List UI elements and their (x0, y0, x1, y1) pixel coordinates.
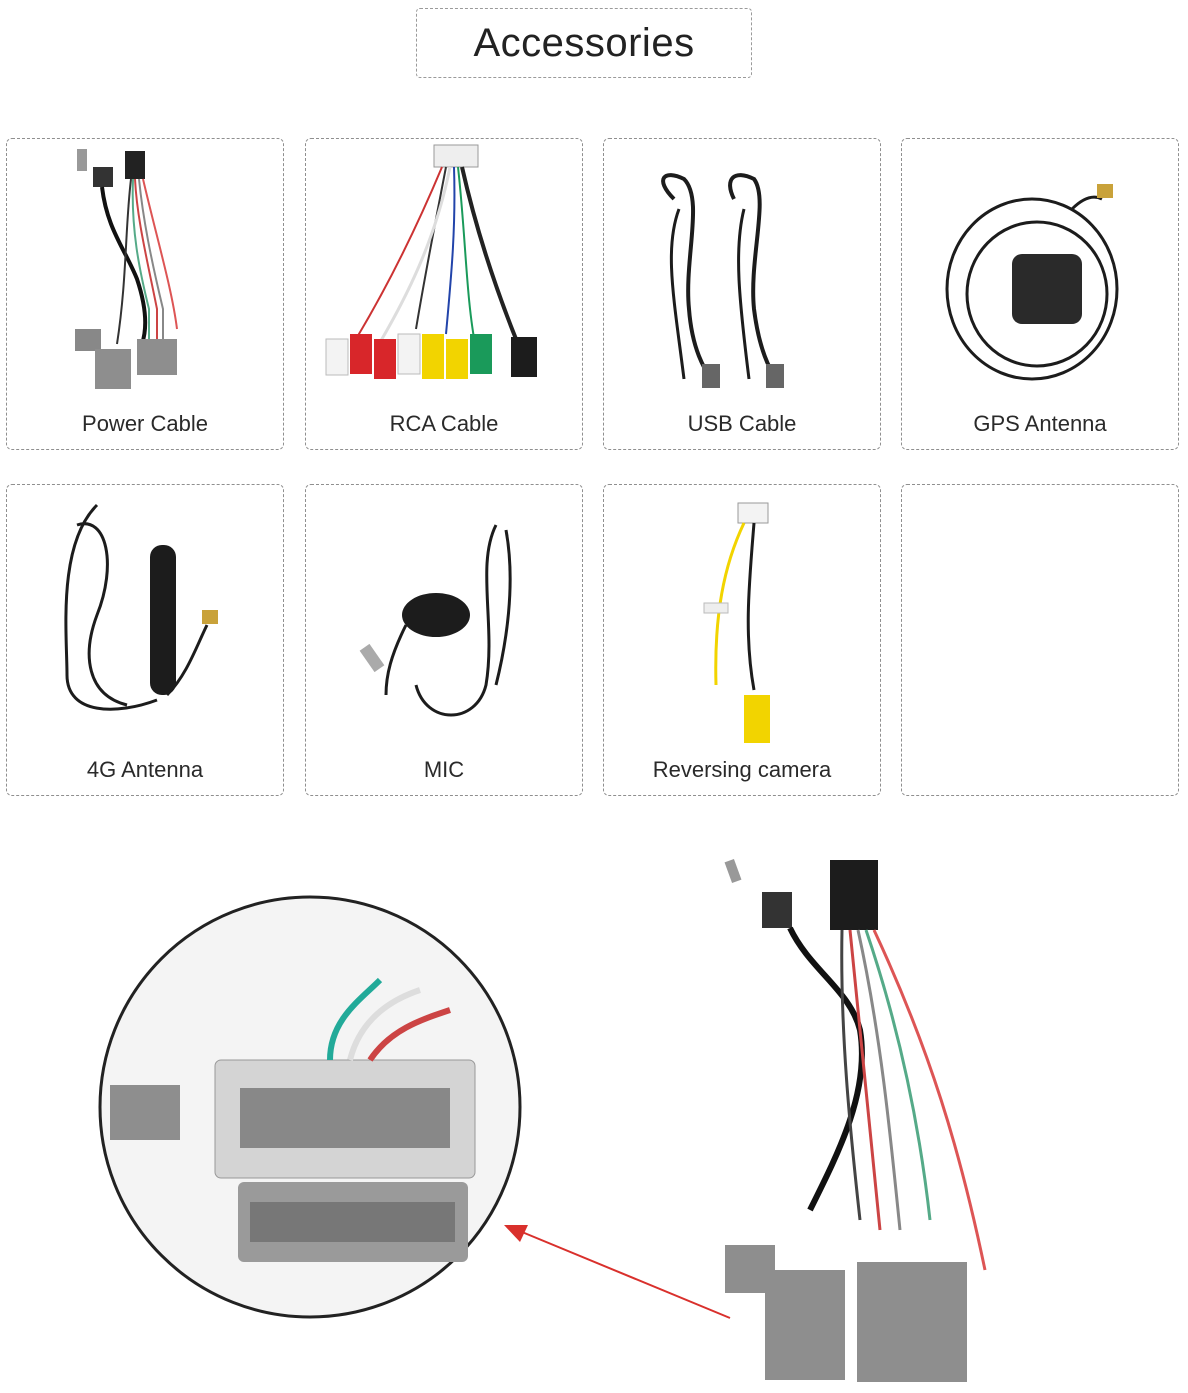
usb-cable-image (661, 173, 784, 388)
power-harness-detail-illustration (98, 858, 987, 1382)
accessory-card-power-cable: Power Cable (6, 138, 284, 450)
page-title: Accessories (473, 20, 695, 65)
power-harness (724, 858, 987, 1382)
rca-cable-image (325, 144, 537, 379)
reversing-camera-image (703, 502, 770, 743)
accessory-label: Power Cable (82, 411, 208, 436)
zoomed-connector-circle (98, 895, 522, 1319)
accessory-card-mic: MIC (305, 484, 583, 796)
accessory-card-empty (901, 484, 1179, 796)
accessory-label: USB Cable (687, 411, 797, 436)
accessory-label: 4G Antenna (86, 757, 204, 782)
accessory-card-usb-cable: USB Cable (603, 138, 881, 450)
gps-antenna-image (945, 184, 1119, 381)
mic-image (359, 524, 512, 717)
accessory-label: GPS Antenna (973, 411, 1107, 436)
accessory-label: Reversing camera (652, 757, 832, 782)
accessory-card-rca-cable: RCA Cable (305, 138, 583, 450)
accessory-card-4g-antenna: 4G Antenna (6, 484, 284, 796)
power-cable-image (75, 149, 178, 389)
accessory-card-gps-antenna: GPS Antenna (901, 138, 1179, 450)
accessory-label: RCA Cable (389, 411, 499, 436)
accessories-title-box: Accessories (416, 8, 752, 78)
accessory-card-reversing-camera: Reversing camera (603, 484, 881, 796)
red-pointer-arrow (504, 1225, 731, 1319)
accessory-label: MIC (423, 757, 465, 782)
4g-antenna-image (64, 503, 218, 711)
